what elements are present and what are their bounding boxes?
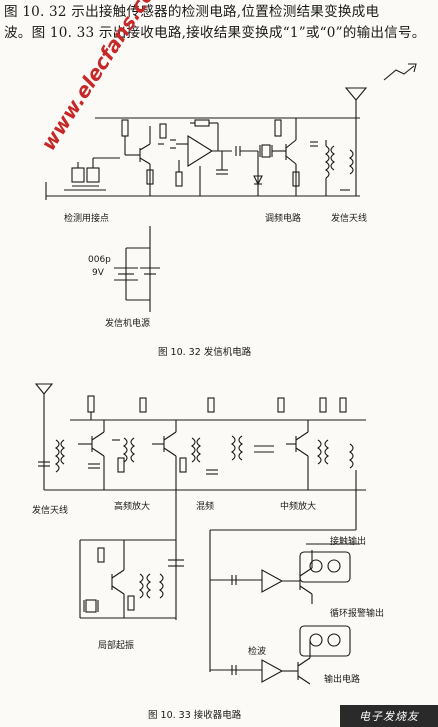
transmitter-schematic bbox=[45, 63, 417, 312]
label-battery-voltage: 9V bbox=[92, 268, 105, 278]
caption-fig-10-32: 图 10. 32 发信机电路 bbox=[158, 346, 252, 358]
intro-text: 图 10. 32 示出接触传感器的检测电路,位置检测结果变换成电 波。图 10.… bbox=[4, 2, 436, 44]
label-rf-amp: 高频放大 bbox=[114, 500, 150, 512]
intro-line-1: 图 10. 32 示出接触传感器的检测电路,位置检测结果变换成电 bbox=[4, 4, 380, 20]
label-battery-type: 006p bbox=[88, 255, 111, 265]
label-modulator: 调频电路 bbox=[265, 212, 301, 224]
intro-line-2: 波。图 10. 33 示出接收电路,接收结果变换成“1”或“0”的输出信号。 bbox=[4, 25, 426, 41]
label-cycle-output: 循环报警输出 bbox=[330, 607, 384, 619]
label-detector: 检波 bbox=[248, 645, 266, 657]
caption-fig-10-33: 图 10. 33 接收器电路 bbox=[148, 709, 242, 721]
label-output-circuit: 输出电路 bbox=[324, 673, 360, 685]
brand-logo: 电子发烧友 bbox=[340, 705, 438, 727]
label-rx-antenna: 发信天线 bbox=[32, 504, 68, 516]
label-local-osc: 局部起振 bbox=[98, 639, 134, 651]
label-tx-power: 发信机电源 bbox=[105, 317, 150, 329]
receiver-schematic bbox=[34, 383, 366, 685]
label-contact-output: 接触输出 bbox=[330, 535, 366, 547]
label-mixer: 混频 bbox=[196, 500, 214, 512]
label-detect-contact: 检测用接点 bbox=[64, 212, 109, 224]
label-tx-antenna: 发信天线 bbox=[331, 212, 367, 224]
label-if-amp: 中频放大 bbox=[280, 500, 316, 512]
